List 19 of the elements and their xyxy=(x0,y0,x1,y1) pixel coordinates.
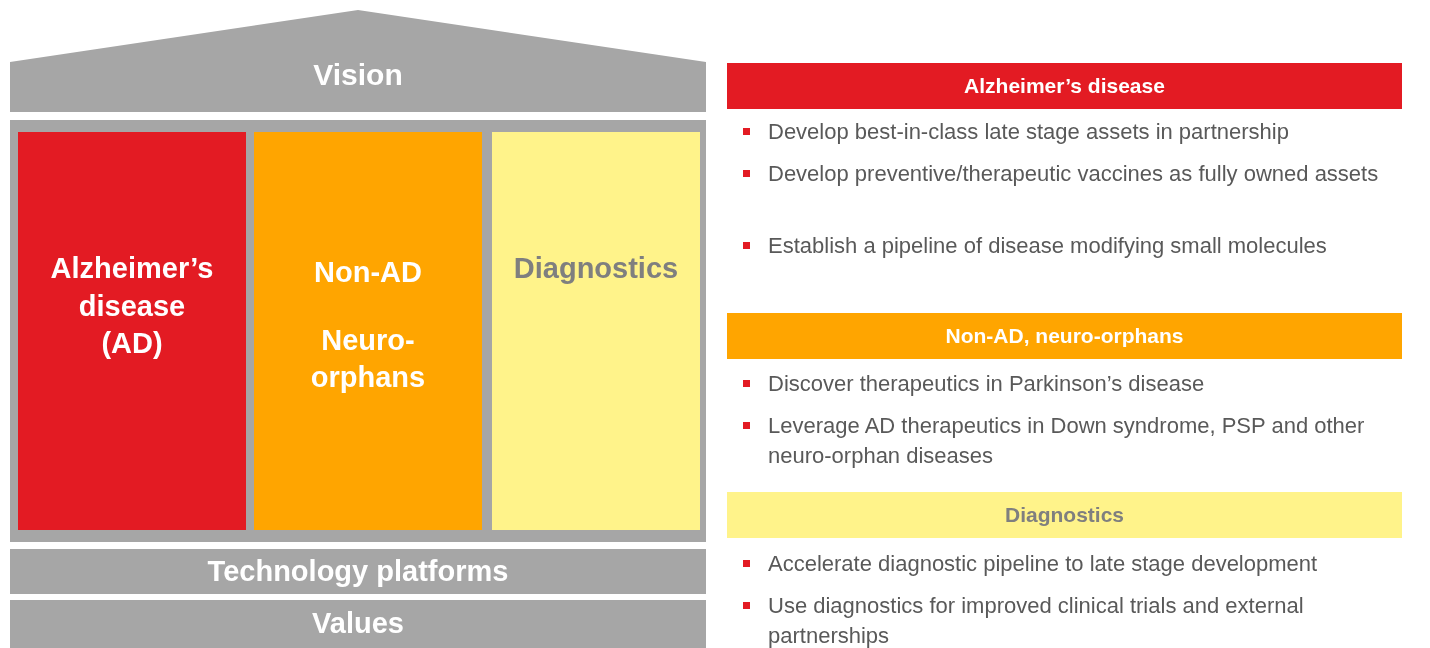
bullet-text: Develop best-in-class late stage assets in partnership xyxy=(768,118,1290,146)
roof-band: Vision xyxy=(10,10,706,112)
bullet-text: Develop preventive/therapeutic vaccines as fully owned assets xyxy=(768,160,1380,188)
header-band: Diagnostics xyxy=(727,492,1402,538)
frame-box xyxy=(10,120,706,542)
bullet-text: Use diagnostics for improved clinical trials and external partnerships xyxy=(768,592,1305,648)
bullet-text: Accelerate diagnostic pipeline to late stage development xyxy=(768,550,1319,578)
pillar-text: Non-AD xyxy=(314,255,422,290)
foundation-band: Technology platforms xyxy=(10,549,706,594)
foundation-band: Values xyxy=(10,600,706,648)
pillar-box: Alzheimer’s disease (AD) xyxy=(18,132,246,530)
bullet-text: Establish a pipeline of disease modifying small molecules xyxy=(768,232,1328,260)
header-band: Alzheimer’s disease xyxy=(727,63,1402,109)
bullet-text: Discover therapeutics in Parkinson’s disease xyxy=(768,370,1206,398)
bullet-text: Leverage AD therapeutics in Down syndrome, PSP and other neuro-orphan diseases xyxy=(768,412,1366,470)
header-band: Non-AD, neuro-orphans xyxy=(727,313,1402,359)
pillar-box: Diagnostics xyxy=(492,132,700,530)
pillar-text: Neuro-orphans xyxy=(309,322,427,396)
pillar-box xyxy=(254,132,482,530)
